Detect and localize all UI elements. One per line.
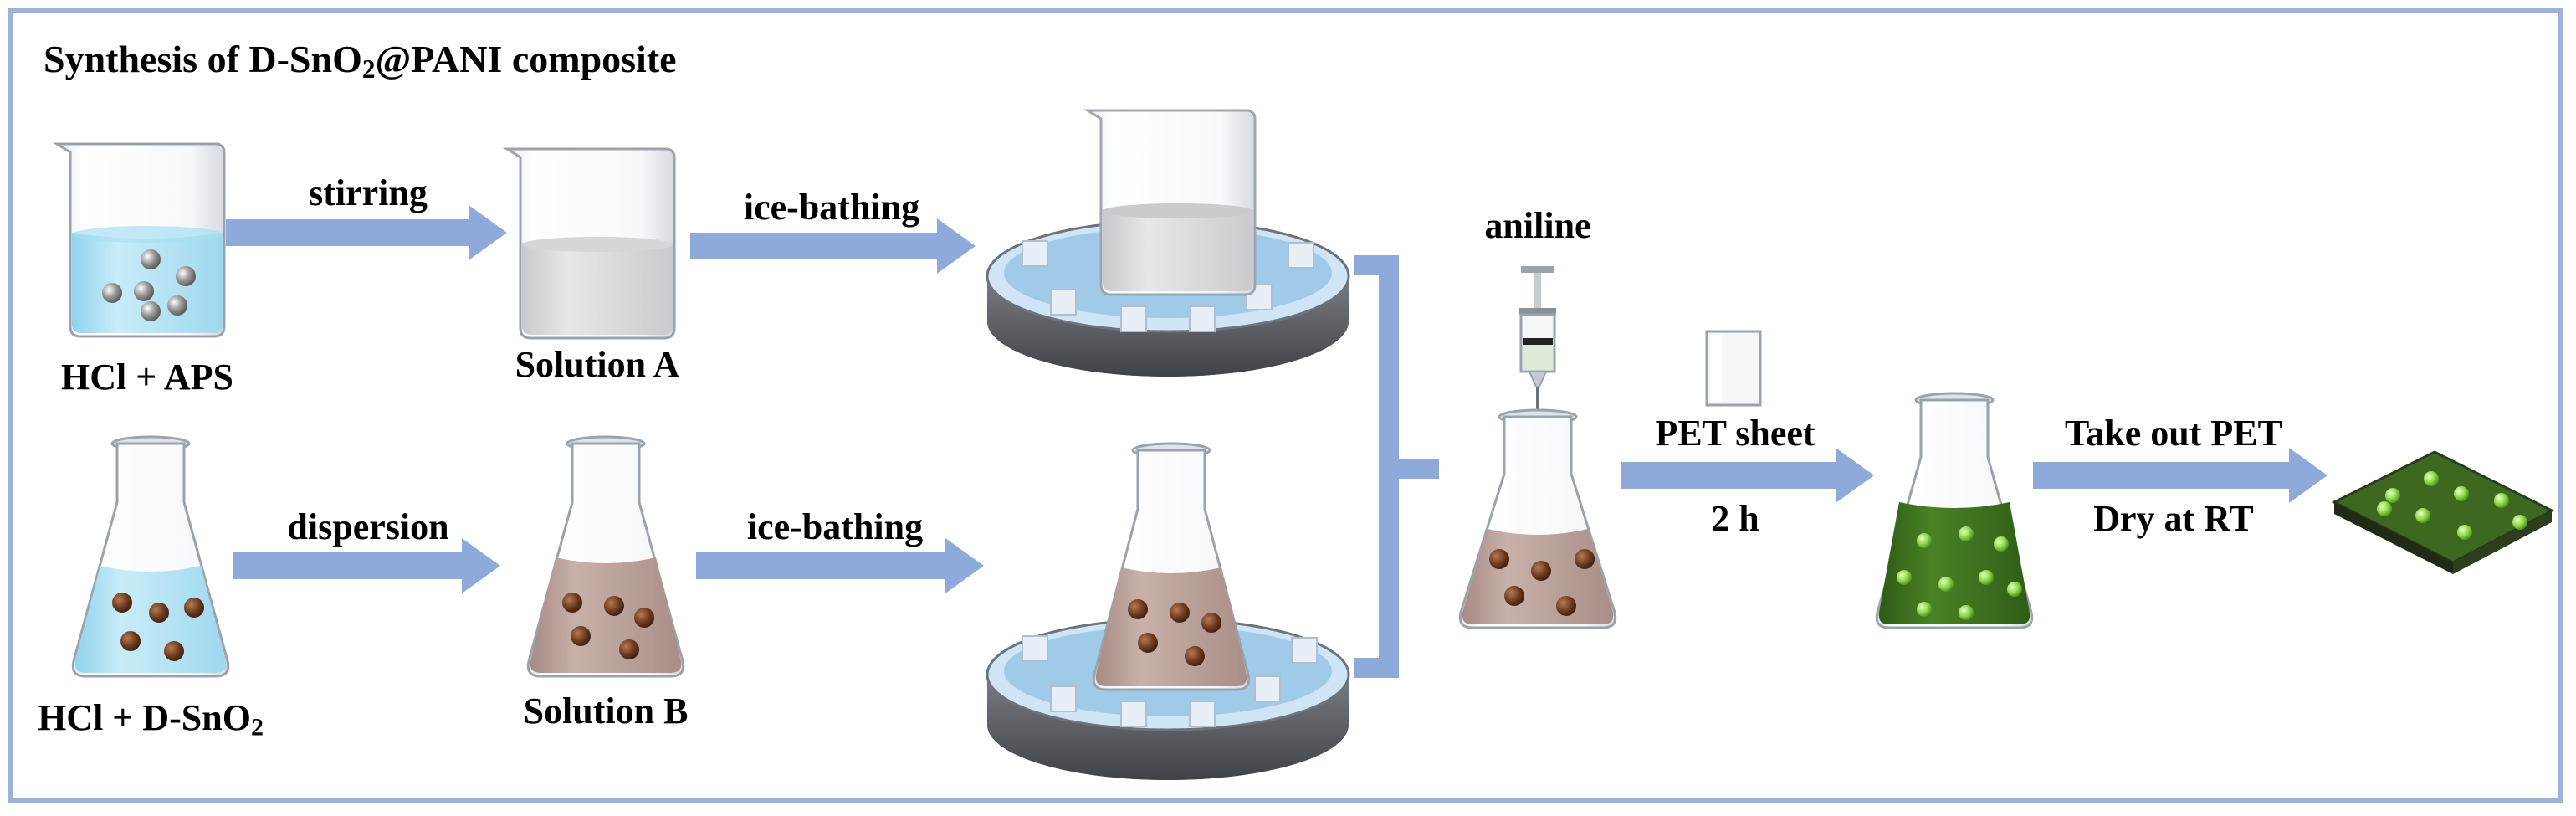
pet-sheet bbox=[1705, 330, 1762, 407]
aps-particles bbox=[102, 249, 196, 321]
combine-bracket bbox=[1354, 255, 1439, 678]
arrow-ice-bathing-2 bbox=[696, 538, 984, 593]
beaker-hcl-aps bbox=[52, 142, 226, 338]
composite-film bbox=[2331, 450, 2555, 574]
ice-bath-1 bbox=[986, 109, 1350, 377]
beaker-solution-a bbox=[502, 147, 676, 340]
arrow-dispersion bbox=[233, 538, 500, 593]
label-stirring: stirring bbox=[309, 172, 428, 213]
label-aniline: aniline bbox=[1484, 205, 1591, 246]
label-dry-at-rt: Dry at RT bbox=[2093, 498, 2254, 539]
arrow-pet bbox=[1621, 448, 1874, 503]
label-pet-sheet: PET sheet bbox=[1655, 413, 1815, 454]
flask-green-product bbox=[1875, 392, 2034, 629]
flask-reaction bbox=[1458, 408, 1617, 629]
arrow-stirring bbox=[226, 205, 507, 260]
label-ice-bathing-2: ice-bathing bbox=[746, 506, 924, 547]
label-solution-a: Solution A bbox=[515, 344, 680, 385]
process-arrows bbox=[226, 205, 2328, 678]
label-ice-bathing-1: ice-bathing bbox=[743, 187, 920, 228]
diagram-frame bbox=[8, 8, 2563, 803]
ice-bath-2 bbox=[986, 442, 1350, 780]
label-hcl-dsno2: HCl + D-SnO2 bbox=[38, 697, 264, 742]
syringe bbox=[1519, 266, 1556, 420]
flask-solution-b bbox=[526, 435, 685, 678]
arrow-take-out bbox=[2033, 448, 2328, 503]
diagram-title: Synthesis of D-SnO2@PANI composite bbox=[44, 38, 677, 84]
label-take-out-pet: Take out PET bbox=[2064, 413, 2283, 454]
flask-hcl-dsno2 bbox=[71, 435, 230, 678]
label-dispersion: dispersion bbox=[287, 506, 449, 547]
label-solution-b: Solution B bbox=[523, 690, 689, 731]
arrow-ice-bathing-1 bbox=[690, 218, 976, 274]
label-hcl-aps: HCl + APS bbox=[61, 357, 233, 398]
label-time: 2 h bbox=[1711, 498, 1759, 539]
